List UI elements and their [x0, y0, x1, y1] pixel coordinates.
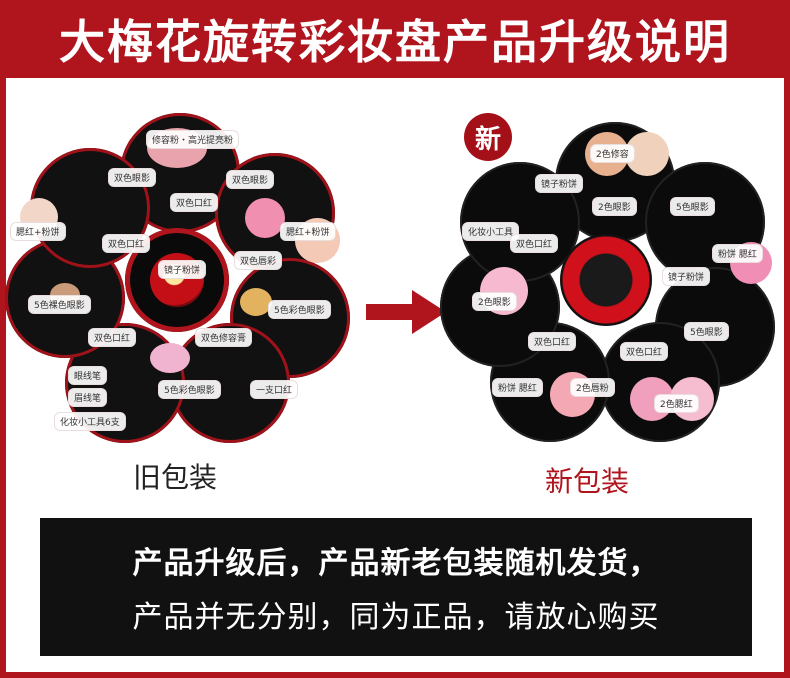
center-compact [560, 234, 652, 326]
label: 5色彩色眼影 [158, 380, 221, 399]
arrow-right-icon [366, 290, 446, 334]
label: 双色口红 [170, 193, 219, 212]
label: 双色修容膏 [195, 328, 253, 347]
label: 双色口红 [528, 332, 577, 351]
label: 5色眼影 [670, 197, 715, 216]
label: 眼线笔 [68, 366, 108, 385]
label: 双色口红 [102, 234, 151, 253]
label: 腮红+粉饼 [10, 222, 66, 241]
label: 双色眼影 [108, 168, 157, 187]
new-product-image: 2色修容 镜子粉饼 2色眼影 5色眼影 化妆小工具 双色口红 粉饼 腮红 镜子粉… [440, 122, 775, 442]
label: 腮红+粉饼 [280, 222, 336, 241]
label: 修容粉・高光提亮粉 [146, 130, 240, 149]
page-title: 大梅花旋转彩妆盘产品升级说明 [0, 0, 790, 78]
label: 化妆小工具6支 [54, 412, 126, 431]
label: 2色眼影 [472, 292, 517, 311]
label: 2色眼影 [592, 197, 637, 216]
label: 2色修容 [590, 144, 635, 163]
label: 双色唇彩 [234, 251, 283, 270]
swatch [150, 343, 190, 373]
swatch [245, 198, 285, 238]
label: 镜子粉饼 [535, 174, 584, 193]
notice-box: 产品升级后，产品新老包装随机发货， 产品并无分别，同为正品，请放心购买 [40, 518, 752, 656]
label: 化妆小工具 [462, 222, 520, 241]
label: 双色口红 [510, 234, 559, 253]
label: 双色眼影 [226, 170, 275, 189]
label: 5色彩色眼影 [268, 300, 331, 319]
old-package-caption: 旧包装 [133, 461, 218, 494]
new-package-caption: 新包装 [545, 465, 630, 498]
page-title-text: 大梅花旋转彩妆盘产品升级说明 [59, 15, 731, 69]
label: 2色腮红 [654, 394, 699, 413]
new-badge: 新 [464, 113, 512, 161]
label: 眉线笔 [68, 388, 108, 407]
old-product-image: 修容粉・高光提亮粉 双色眼影 双色眼影 双色口红 腮红+粉饼 腮红+粉饼 双色口… [5, 113, 350, 443]
label: 5色裸色眼影 [28, 295, 91, 314]
label: 5色眼影 [684, 322, 729, 341]
label: 镜子粉饼 [158, 260, 207, 279]
label: 2色唇粉 [570, 378, 615, 397]
swatch [240, 288, 272, 316]
label: 双色口红 [620, 342, 669, 361]
label: 粉饼 腮红 [492, 378, 543, 397]
notice-line-2: 产品并无分别，同为正品，请放心购买 [132, 600, 660, 635]
label: 一支口红 [250, 380, 299, 399]
label: 双色口红 [88, 328, 137, 347]
notice-line-1: 产品升级后，产品新老包装随机发货， [132, 546, 660, 581]
label: 镜子粉饼 [662, 267, 711, 286]
label: 粉饼 腮红 [712, 244, 763, 263]
